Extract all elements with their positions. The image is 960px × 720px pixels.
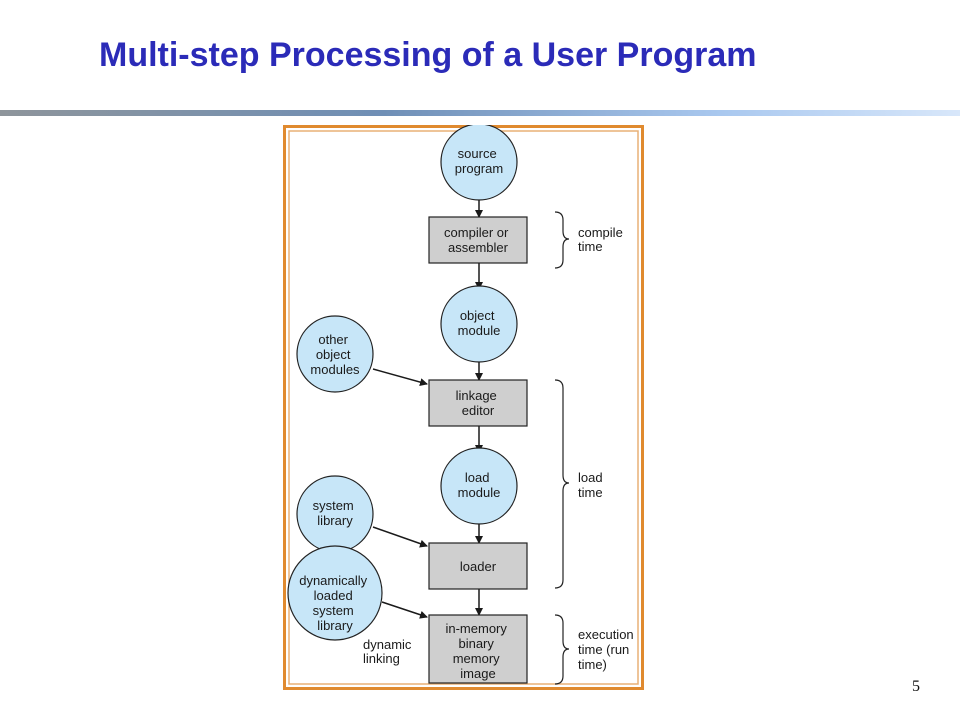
label-compile-time: compile time	[578, 225, 626, 254]
dynamic-library-line-4: library	[317, 618, 353, 633]
slide-title: Multi-step Processing of a User Program	[99, 36, 757, 74]
loader-line-1: loader	[460, 559, 497, 574]
system-library-line-2: library	[317, 513, 353, 528]
compile-time-line-2: time	[578, 239, 603, 254]
linkage-editor-line-2: editor	[462, 403, 495, 418]
brace-execution-time	[554, 614, 570, 685]
other-object-modules-line-2: object	[316, 347, 351, 362]
object-module-line-1: object	[460, 308, 495, 323]
label-load-time: load time	[578, 470, 606, 500]
execution-time-line-1: execution	[578, 627, 634, 642]
label-execution-time: execution time (run time)	[578, 627, 637, 672]
compile-time-line-1: compile	[578, 225, 623, 240]
other-object-modules-line-1: other	[318, 332, 348, 347]
node-linkage-editor-text: linkage editor	[456, 388, 501, 418]
other-object-modules-line-3: modules	[310, 362, 360, 377]
in-memory-line-2: binary	[458, 636, 494, 651]
node-load-module	[440, 447, 518, 525]
node-dynamic-system-library	[287, 545, 383, 641]
node-object-module	[440, 285, 518, 363]
node-in-memory-image-text: in-memory binary memory image	[445, 621, 510, 681]
node-object-module-text: object module	[458, 308, 501, 338]
system-library-line-1: system	[313, 498, 354, 513]
node-loader-text: loader	[460, 559, 497, 574]
node-compiler-box	[428, 216, 528, 264]
load-module-line-2: module	[458, 485, 501, 500]
node-loader-box	[428, 542, 528, 590]
in-memory-line-3: memory	[453, 651, 500, 666]
node-source-program-text: source program	[455, 146, 503, 176]
dynamic-library-line-1: dynamically	[299, 573, 367, 588]
execution-time-line-3: time)	[578, 657, 607, 672]
load-time-line-1: load	[578, 470, 603, 485]
node-in-memory-image-box	[428, 614, 528, 684]
dynamic-library-line-3: system	[313, 603, 354, 618]
source-program-line-1: source	[458, 146, 497, 161]
in-memory-line-4: image	[460, 666, 495, 681]
in-memory-line-1: in-memory	[445, 621, 507, 636]
node-dynamic-system-library-text: dynamically loaded system library	[299, 573, 371, 633]
dynamic-linking-line-2: linking	[363, 651, 400, 666]
linkage-editor-line-1: linkage	[456, 388, 497, 403]
load-time-line-2: time	[578, 485, 603, 500]
dynamic-library-line-2: loaded	[314, 588, 353, 603]
object-module-line-2: module	[458, 323, 501, 338]
node-system-library-text: system library	[313, 498, 358, 528]
execution-time-line-2: time (run	[578, 642, 629, 657]
arrow-system-library-to-loader	[372, 526, 428, 548]
source-program-line-2: program	[455, 161, 503, 176]
node-other-object-modules	[296, 315, 374, 393]
node-linkage-editor-box	[428, 379, 528, 427]
node-source-program	[440, 125, 518, 201]
node-other-object-modules-text: other object modules	[310, 332, 360, 377]
program-processing-diagram: source program object module other objec…	[283, 125, 644, 690]
arrow-other-modules-to-linkage	[372, 368, 428, 386]
compiler-line-2: assembler	[448, 240, 509, 255]
label-dynamic-linking: dynamic linking	[363, 637, 415, 666]
arrow-dynamic-library-to-image	[381, 601, 428, 619]
brace-load-time	[554, 379, 570, 589]
title-divider-bar	[0, 110, 960, 116]
node-load-module-text: load module	[458, 470, 501, 500]
page-number: 5	[912, 678, 920, 695]
load-module-line-1: load	[465, 470, 490, 485]
node-compiler-text: compiler or assembler	[444, 225, 512, 255]
brace-compile-time	[554, 211, 570, 269]
dynamic-linking-line-1: dynamic	[363, 637, 412, 652]
compiler-line-1: compiler or	[444, 225, 509, 240]
